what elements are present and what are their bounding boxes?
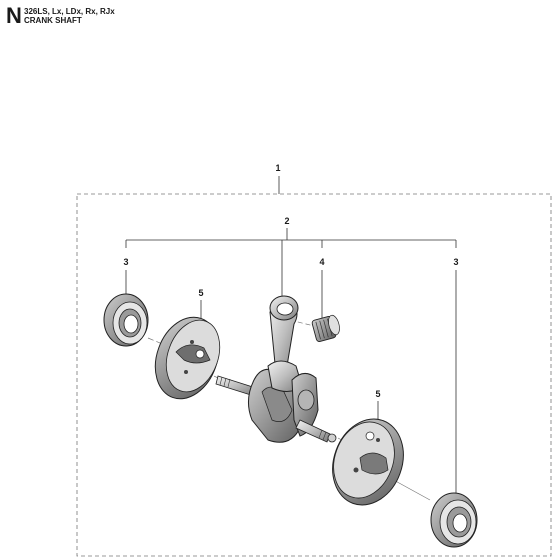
callout-5-flywheel-right: 5 bbox=[375, 389, 380, 399]
callout-4-needle-bearing: 4 bbox=[319, 257, 324, 267]
crankshaft-assembly bbox=[215, 295, 337, 443]
callout-2-crankshaft: 2 bbox=[284, 216, 289, 226]
ball-bearing-right bbox=[430, 492, 478, 548]
callout-3-bearing-right: 3 bbox=[453, 257, 458, 267]
bracket-2 bbox=[125, 228, 457, 298]
assembly-frame bbox=[76, 193, 552, 557]
diagram-title: CRANK SHAFT bbox=[24, 16, 82, 25]
section-letter: N bbox=[6, 3, 22, 28]
callout-3-bearing-left: 3 bbox=[123, 257, 128, 267]
model-list: 326LS, Lx, LDx, Rx, RJx bbox=[24, 7, 115, 16]
crank-web-left bbox=[154, 316, 221, 400]
needle-bearing bbox=[311, 314, 340, 342]
callout-1-assembly: 1 bbox=[275, 163, 280, 173]
page-header: N 326LS, Lx, LDx, Rx, RJx CRANK SHAFT bbox=[4, 4, 264, 34]
crank-web-right bbox=[332, 418, 404, 506]
ball-bearing-left bbox=[103, 293, 149, 347]
callout-5-flywheel-left: 5 bbox=[198, 288, 203, 298]
